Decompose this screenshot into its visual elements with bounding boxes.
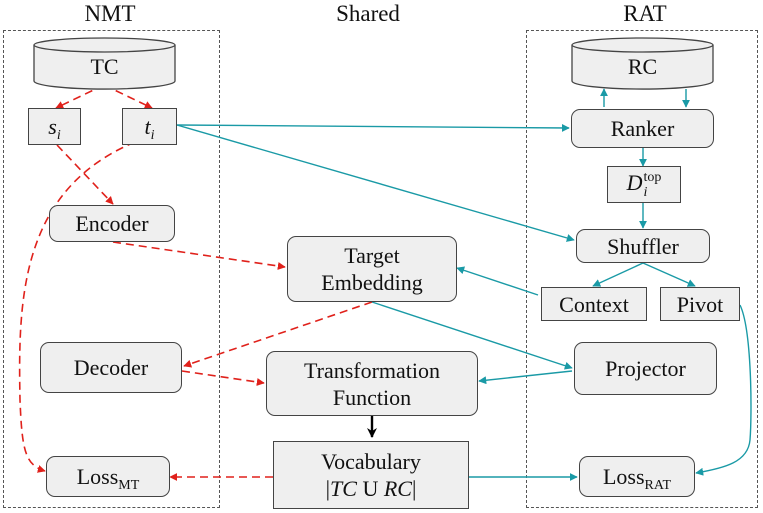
vocabulary-node: Vocabulary |TC U RC|	[273, 441, 469, 509]
arrow-shuffler-to-pivot	[642, 262, 696, 287]
arrow-ti-to-shuffler	[176, 124, 575, 242]
nmt-arrows	[18, 84, 373, 481]
shuffler-node: Shuffler	[576, 229, 710, 263]
ranker-label: Ranker	[610, 116, 675, 141]
arrow-decoder-to-transformation	[181, 370, 265, 386]
loss-rat-label: LossRAT	[602, 464, 671, 493]
arrow-tc-to-si	[55, 84, 105, 109]
context-node: Context	[541, 287, 647, 321]
database-icon	[33, 37, 176, 90]
arrow-projector-to-transformation	[478, 370, 573, 385]
nmt-header: NMT	[84, 1, 136, 26]
target-embedding-node: Target Embedding	[287, 236, 457, 302]
target-embedding-line2: Embedding	[321, 270, 423, 295]
arrow-context-to-target-embedding	[456, 266, 539, 296]
loss-mt-node: LossMT	[46, 456, 170, 497]
projector-label: Projector	[605, 356, 686, 381]
rat-arrows	[176, 88, 752, 481]
rat-region	[526, 30, 758, 508]
arrow-tc-to-ti	[103, 84, 153, 109]
pivot-label: Pivot	[676, 291, 724, 317]
arrow-encoder-to-target-embedding	[112, 241, 286, 270]
nmt-region	[3, 30, 220, 508]
database-icon	[571, 37, 714, 90]
arrow-ti-to-ranker	[176, 123, 570, 132]
pivot-node: Pivot	[660, 287, 740, 321]
encoder-label: Encoder	[75, 211, 149, 236]
vocabulary-line2: |TC U RC|	[325, 476, 417, 501]
ranker-node: Ranker	[571, 109, 714, 148]
arrow-shuffler-to-context	[592, 262, 644, 287]
context-label: Context	[559, 291, 629, 317]
ti-node: ti	[122, 108, 177, 145]
loss-rat-node: LossRAT	[579, 456, 695, 497]
transformation-function-node: Transformation Function	[266, 351, 478, 416]
ti-label: ti	[144, 114, 155, 143]
vocabulary-line1: Vocabulary	[321, 449, 421, 474]
rc-label: RC	[627, 54, 658, 79]
decoder-node: Decoder	[40, 342, 182, 393]
arrow-pivot-to-lossrat	[695, 304, 752, 476]
arrow-si-to-encoder	[56, 144, 114, 205]
encoder-node: Encoder	[49, 205, 175, 242]
tc-database: TC	[33, 37, 176, 91]
transformation-line1: Transformation	[303, 357, 441, 383]
arrow-target-embedding-to-projector	[371, 301, 573, 370]
target-embedding-line1: Target	[344, 243, 400, 268]
rat-header: RAT	[623, 1, 667, 26]
arrow-ti-to-lossmt	[18, 141, 136, 473]
loss-mt-label: LossMT	[76, 464, 140, 493]
arrow-target-embedding-to-decoder	[183, 301, 373, 368]
si-label: si	[48, 114, 61, 143]
decoder-label: Decoder	[73, 355, 149, 380]
shuffler-label: Shuffler	[607, 233, 679, 259]
rc-database: RC	[571, 37, 714, 91]
shared-header: Shared	[336, 1, 400, 26]
transformation-line2: Function	[332, 384, 412, 410]
tc-label: TC	[90, 54, 119, 79]
projector-node: Projector	[574, 342, 717, 395]
si-node: si	[28, 108, 81, 145]
